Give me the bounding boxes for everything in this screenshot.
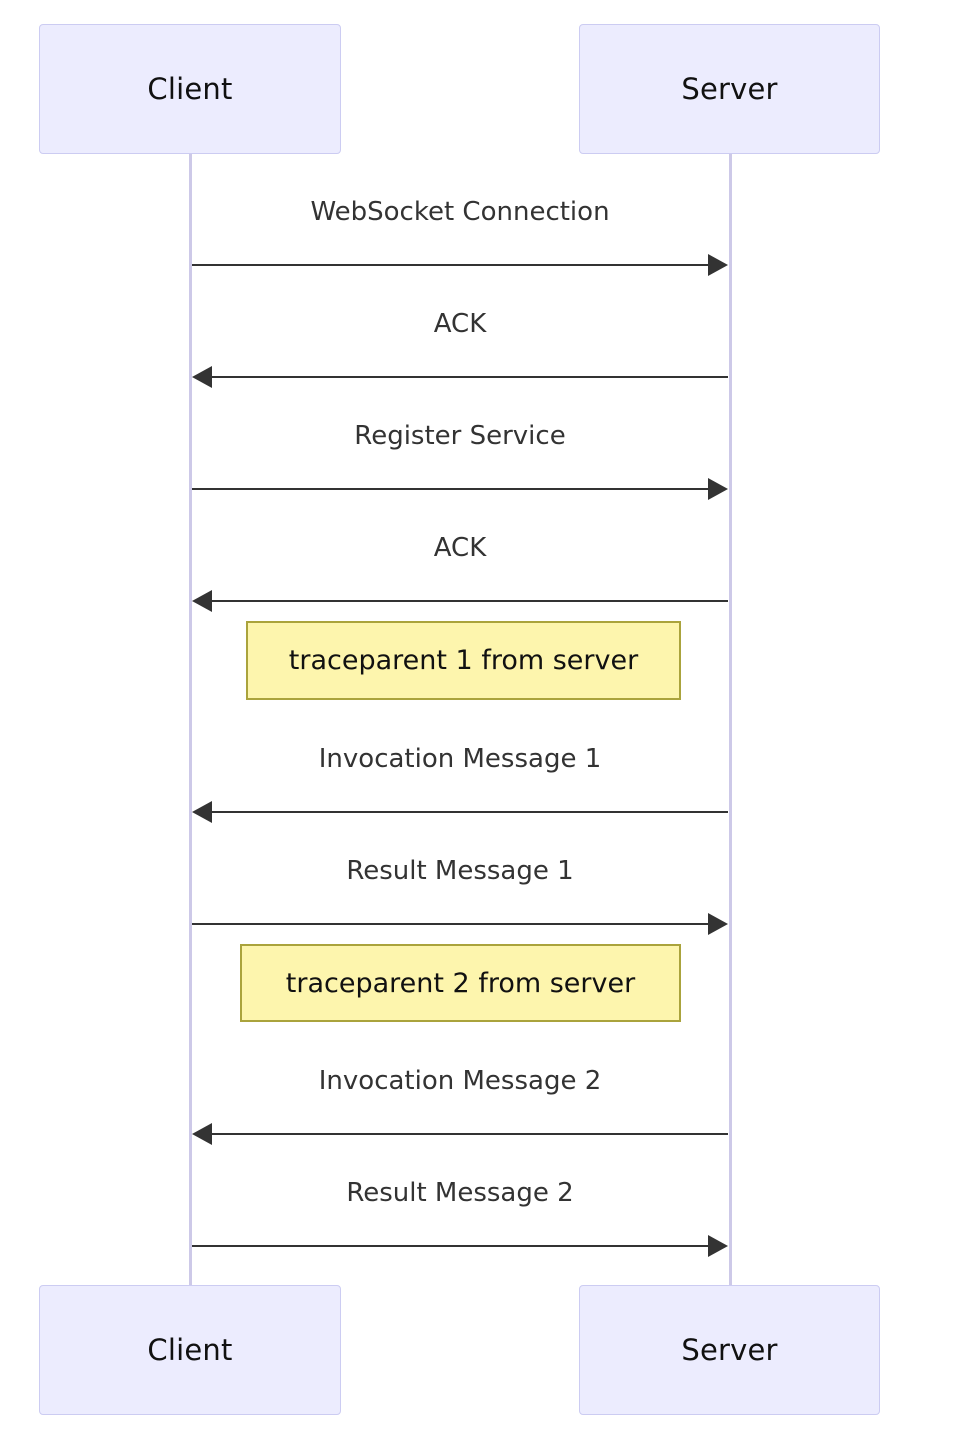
participant-server-bottom-label: Server bbox=[681, 1333, 778, 1367]
message-line-websocket-connection bbox=[192, 264, 710, 267]
message-line-register-service bbox=[192, 488, 710, 491]
lifeline-client bbox=[189, 152, 192, 1288]
message-line-ack-2 bbox=[212, 600, 728, 603]
note-traceparent-2-label: traceparent 2 from server bbox=[285, 967, 636, 999]
message-label-result-message-2: Result Message 2 bbox=[346, 1178, 574, 1208]
note-traceparent-2: traceparent 2 from server bbox=[240, 944, 681, 1022]
arrow-head-right-register-service bbox=[708, 478, 728, 500]
message-label-register-service: Register Service bbox=[354, 421, 566, 451]
participant-server-top-label: Server bbox=[681, 72, 778, 106]
arrow-head-right-websocket-connection bbox=[708, 254, 728, 276]
participant-server-top[interactable]: Server bbox=[579, 24, 880, 154]
message-line-ack-1 bbox=[212, 376, 728, 379]
lifeline-server bbox=[729, 152, 732, 1288]
arrow-head-left-ack-1 bbox=[192, 366, 212, 388]
message-label-invocation-message-2: Invocation Message 2 bbox=[318, 1066, 602, 1096]
arrow-head-left-invocation-message-1 bbox=[192, 801, 212, 823]
arrow-head-left-ack-2 bbox=[192, 590, 212, 612]
message-line-invocation-message-2 bbox=[212, 1133, 728, 1136]
note-traceparent-1-label: traceparent 1 from server bbox=[288, 645, 639, 676]
message-label-invocation-message-1: Invocation Message 1 bbox=[318, 744, 602, 774]
message-line-result-message-2 bbox=[192, 1245, 710, 1248]
participant-server-bottom[interactable]: Server bbox=[579, 1285, 880, 1415]
arrow-head-right-result-message-2 bbox=[708, 1235, 728, 1257]
note-traceparent-1: traceparent 1 from server bbox=[246, 621, 681, 700]
message-label-ack-1: ACK bbox=[433, 309, 487, 339]
message-line-result-message-1 bbox=[192, 923, 710, 926]
participant-client-top-label: Client bbox=[147, 72, 233, 106]
arrow-head-right-result-message-1 bbox=[708, 913, 728, 935]
participant-client-bottom-label: Client bbox=[147, 1333, 233, 1367]
message-label-ack-2: ACK bbox=[433, 533, 487, 563]
participant-client-top[interactable]: Client bbox=[39, 24, 341, 154]
arrow-head-left-invocation-message-2 bbox=[192, 1123, 212, 1145]
message-label-result-message-1: Result Message 1 bbox=[346, 856, 574, 886]
participant-client-bottom[interactable]: Client bbox=[39, 1285, 341, 1415]
message-line-invocation-message-1 bbox=[212, 811, 728, 814]
message-label-websocket-connection: WebSocket Connection bbox=[310, 197, 610, 227]
